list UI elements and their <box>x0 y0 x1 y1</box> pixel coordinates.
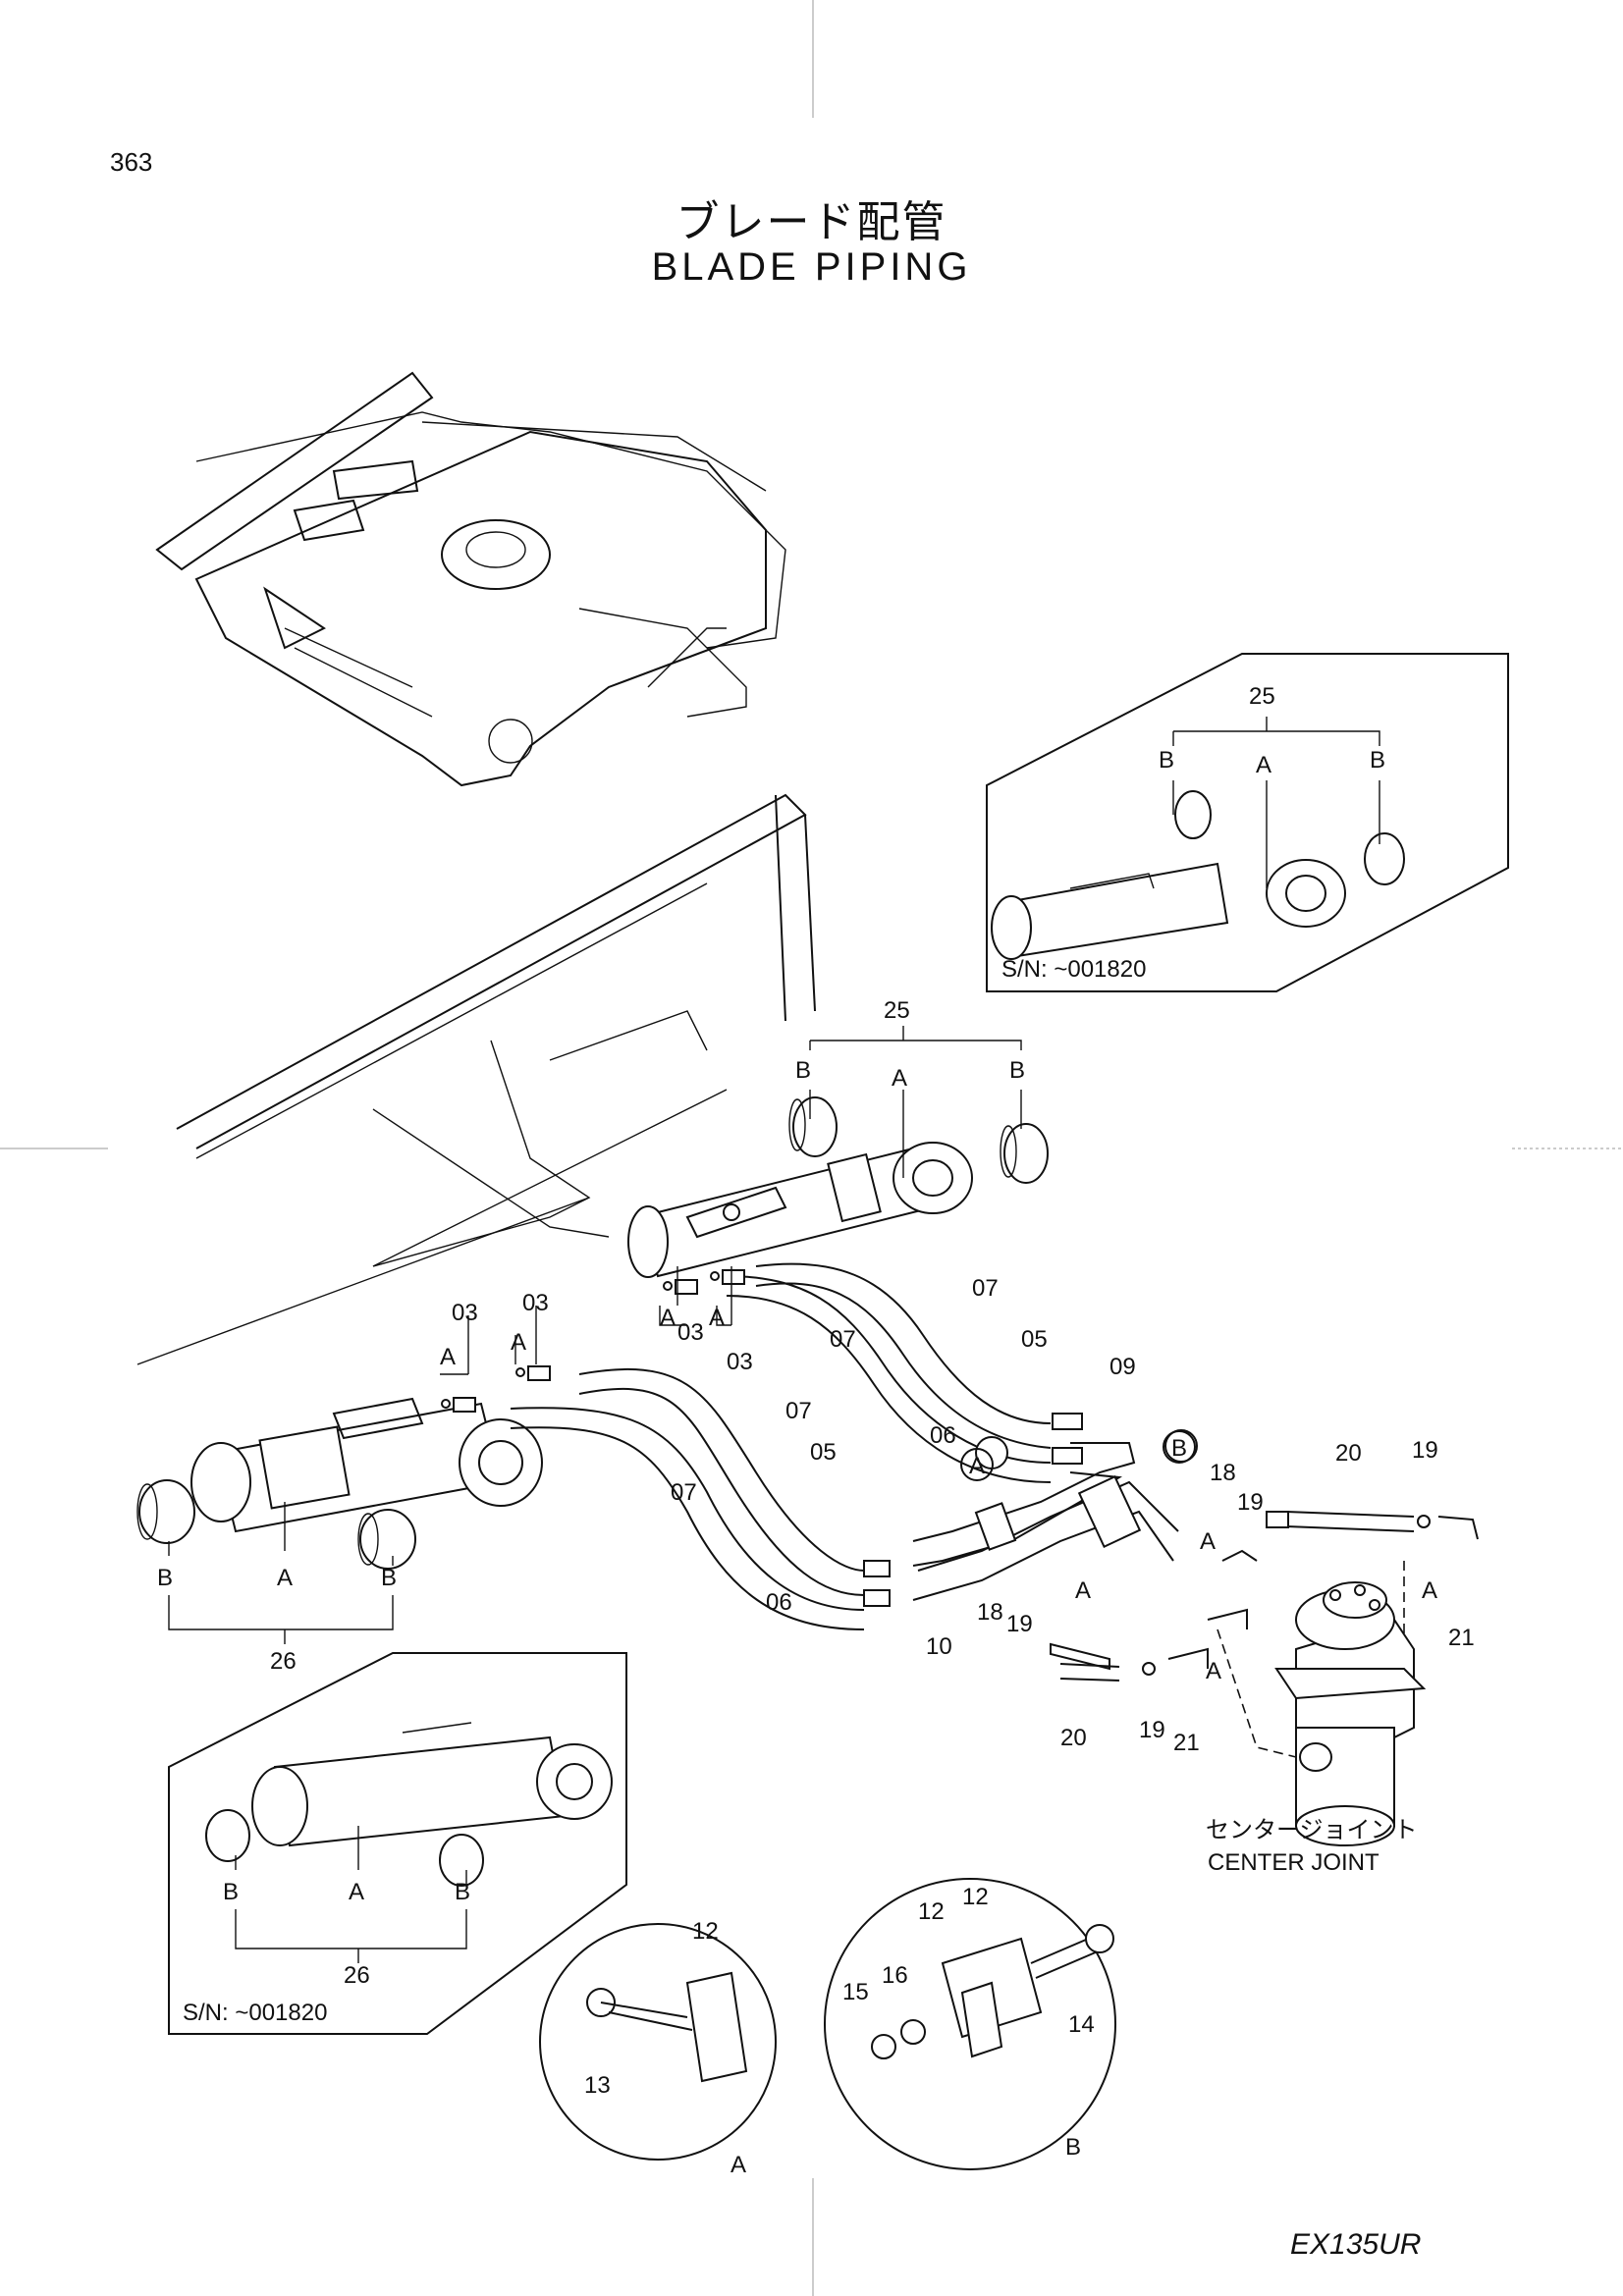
detail-b-label-12-a: 12 <box>918 1898 945 1925</box>
page-title-japanese: ブレード配管 <box>676 197 947 247</box>
label-20-a: 20 <box>1335 1440 1362 1467</box>
detail-a-circle <box>539 1923 777 2161</box>
label-09: 09 <box>1109 1354 1136 1380</box>
serial-lower-inset: S/N: ~001820 <box>183 2000 327 2026</box>
label-19-d: 19 <box>1139 1717 1165 1743</box>
label-18-b: 18 <box>977 1599 1003 1626</box>
callout-labels: 25 B A B S/N: ~001820 25 B A B B A B 26 … <box>157 683 1475 2178</box>
center-joint-label-jp: センタージョイント <box>1206 1817 1418 1843</box>
center-joint-drawing <box>1274 1581 1427 1846</box>
label-a-3: A <box>660 1305 676 1331</box>
label-a-inset-ll: A <box>349 1879 364 1905</box>
detail-b-label-16: 16 <box>882 1962 908 1989</box>
label-a-4: A <box>709 1305 725 1331</box>
pipe-clamps <box>974 1429 1198 1551</box>
label-05-b: 05 <box>810 1439 837 1466</box>
upper-blade-cylinder <box>627 1096 1049 1278</box>
label-a-top: A <box>892 1065 907 1092</box>
label-03-c: 03 <box>677 1319 704 1346</box>
label-03-a: 03 <box>452 1300 478 1326</box>
label-a-1: A <box>440 1344 456 1370</box>
label-b-inset-right: B <box>1370 747 1385 774</box>
center-joint-hoses <box>1050 1511 1479 1758</box>
label-a-5: A <box>1200 1528 1216 1555</box>
label-a-6: A <box>1422 1577 1437 1604</box>
detail-b-label-15: 15 <box>842 1979 869 2005</box>
serial-upper-inset: S/N: ~001820 <box>1001 956 1146 983</box>
label-21-a: 21 <box>1448 1625 1475 1651</box>
label-07-a: 07 <box>972 1275 999 1302</box>
label-03-d: 03 <box>727 1349 753 1375</box>
label-06-a: 06 <box>930 1422 956 1449</box>
label-circle-a: A <box>969 1453 985 1479</box>
detail-a-tag: A <box>730 2152 746 2178</box>
leader-lines <box>168 717 1380 1963</box>
detail-b-tag: B <box>1065 2134 1081 2161</box>
label-20-b: 20 <box>1060 1725 1087 1751</box>
page-number: 363 <box>110 147 153 177</box>
label-07-b: 07 <box>830 1326 856 1353</box>
label-b-left-2: B <box>381 1565 397 1591</box>
label-19-b: 19 <box>1412 1437 1438 1464</box>
label-10: 10 <box>926 1633 952 1660</box>
page-title-english: BLADE PIPING <box>651 245 972 289</box>
blade-outline <box>136 793 816 1365</box>
detail-a-label-13: 13 <box>584 2072 611 2099</box>
fittings <box>441 1269 1083 1607</box>
label-a-left: A <box>277 1565 293 1591</box>
lower-blade-cylinder <box>136 1397 543 1570</box>
detail-a-label-12: 12 <box>692 1918 719 1945</box>
inset-lower-left <box>168 1652 627 2035</box>
label-07-d: 07 <box>671 1479 697 1506</box>
label-25-inset: 25 <box>1249 683 1275 710</box>
model-code: EX135UR <box>1290 2228 1422 2261</box>
label-b-top-right: B <box>1009 1057 1025 1084</box>
label-21-b: 21 <box>1173 1730 1200 1756</box>
label-03-b: 03 <box>522 1290 549 1316</box>
label-b-left-1: B <box>157 1565 173 1591</box>
label-18-a: 18 <box>1210 1460 1236 1486</box>
inset-upper-right <box>986 653 1509 992</box>
label-25: 25 <box>884 997 910 1024</box>
detail-b-label-14: 14 <box>1068 2011 1095 2038</box>
overview-undercarriage-drawing <box>155 371 786 787</box>
label-26-inset: 26 <box>344 1962 370 1989</box>
label-19-c: 19 <box>1006 1611 1033 1637</box>
label-a-inset: A <box>1256 752 1271 778</box>
label-05-a: 05 <box>1021 1326 1048 1353</box>
label-b-inset-ll-2: B <box>455 1879 470 1905</box>
label-19-a: 19 <box>1237 1489 1264 1516</box>
label-26: 26 <box>270 1648 297 1675</box>
label-06-b: 06 <box>766 1589 792 1616</box>
label-a-2: A <box>511 1329 526 1356</box>
label-circle-b: B <box>1171 1435 1187 1462</box>
label-b-top-left: B <box>795 1057 811 1084</box>
hoses-and-pipes <box>510 1262 1179 1630</box>
detail-b-circle <box>824 1878 1116 2170</box>
label-07-c: 07 <box>785 1398 812 1424</box>
label-a-8: A <box>1206 1658 1221 1684</box>
label-b-inset-ll-1: B <box>223 1879 239 1905</box>
detail-b-label-12-b: 12 <box>962 1884 989 1910</box>
label-a-7: A <box>1075 1577 1091 1604</box>
label-b-inset-left: B <box>1159 747 1174 774</box>
center-joint-label-en: CENTER JOINT <box>1208 1849 1380 1876</box>
